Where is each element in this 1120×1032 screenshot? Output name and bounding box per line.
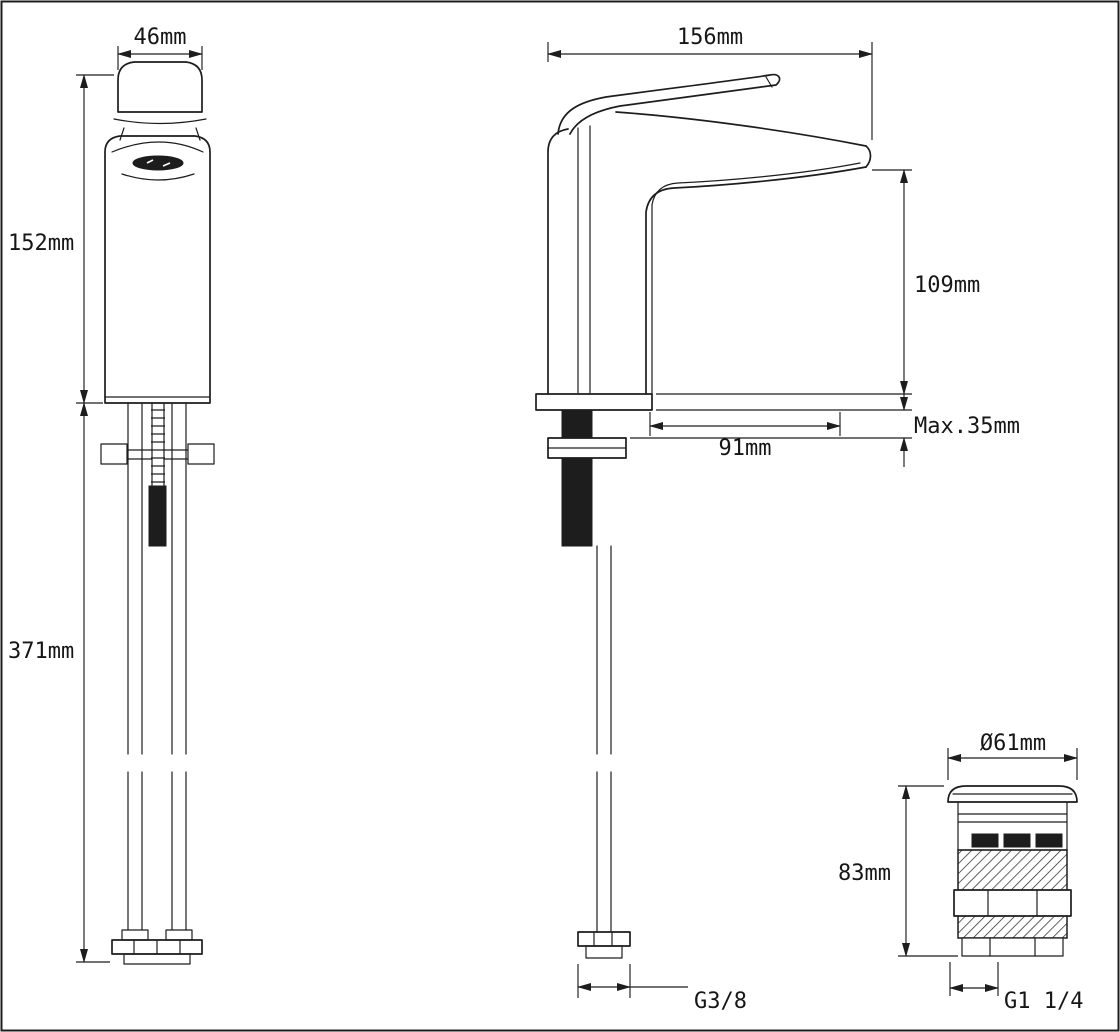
- dim-waste-thread: G1 1/4: [949, 962, 1083, 1014]
- front-body: [104, 135, 211, 404]
- supply-thread-label: G3/8: [694, 989, 747, 1014]
- waste-slot-band: [957, 801, 1068, 851]
- front-threaded-stud: [148, 485, 167, 547]
- front-view: [100, 61, 215, 965]
- handle-width-label: 46mm: [134, 25, 187, 50]
- dim-waste-height: 83mm: [838, 785, 958, 957]
- side-threaded-stud: [561, 409, 593, 547]
- dim-hose-length: 371mm: [8, 402, 110, 963]
- dim-overall-depth: 156mm: [547, 25, 873, 140]
- body-height-label: 152mm: [8, 231, 74, 256]
- dim-max-deck-thickness: Max.35mm: [630, 381, 1020, 467]
- side-body-spout: [547, 111, 872, 395]
- waste-height-label: 83mm: [838, 861, 891, 886]
- waste-threaded-body: [953, 849, 1072, 957]
- dim-handle-width: 46mm: [117, 25, 203, 70]
- dim-spout-reach: 91mm: [649, 412, 841, 461]
- waste-nut: [953, 889, 1072, 917]
- hose-length-label: 371mm: [8, 639, 74, 664]
- side-spout-underside: [645, 166, 867, 395]
- side-lever: [557, 73, 781, 135]
- flange-diameter-label: Ø61mm: [980, 731, 1046, 756]
- front-spout-slot: [132, 155, 184, 171]
- max-deck-thickness-label: Max.35mm: [914, 414, 1020, 439]
- spout-height-label: 109mm: [914, 273, 980, 298]
- front-mounting-hardware: [100, 402, 215, 547]
- waste-cap: [947, 785, 1078, 803]
- dim-supply-thread: G3/8: [577, 964, 747, 1014]
- waste-thread-label: G1 1/4: [1004, 989, 1083, 1014]
- side-deck-flange: [535, 393, 653, 411]
- side-hose: [577, 545, 631, 959]
- spout-reach-label: 91mm: [719, 436, 772, 461]
- side-stud-washer: [547, 409, 627, 547]
- front-hoses: [111, 402, 203, 965]
- front-bracket-left: [100, 443, 128, 465]
- waste-view: [947, 785, 1078, 957]
- front-bracket-right: [187, 443, 215, 465]
- front-hose-right: [171, 402, 187, 931]
- dim-spout-height: 109mm: [656, 169, 980, 395]
- dim-flange-diameter: Ø61mm: [947, 731, 1078, 780]
- side-hose-nut: [577, 931, 631, 947]
- overall-depth-label: 156mm: [677, 25, 743, 50]
- dim-body-height: 152mm: [8, 74, 114, 404]
- front-stud-threads: [151, 409, 165, 483]
- front-handle: [113, 61, 207, 141]
- front-hose-left: [127, 402, 143, 931]
- side-view: [535, 73, 872, 959]
